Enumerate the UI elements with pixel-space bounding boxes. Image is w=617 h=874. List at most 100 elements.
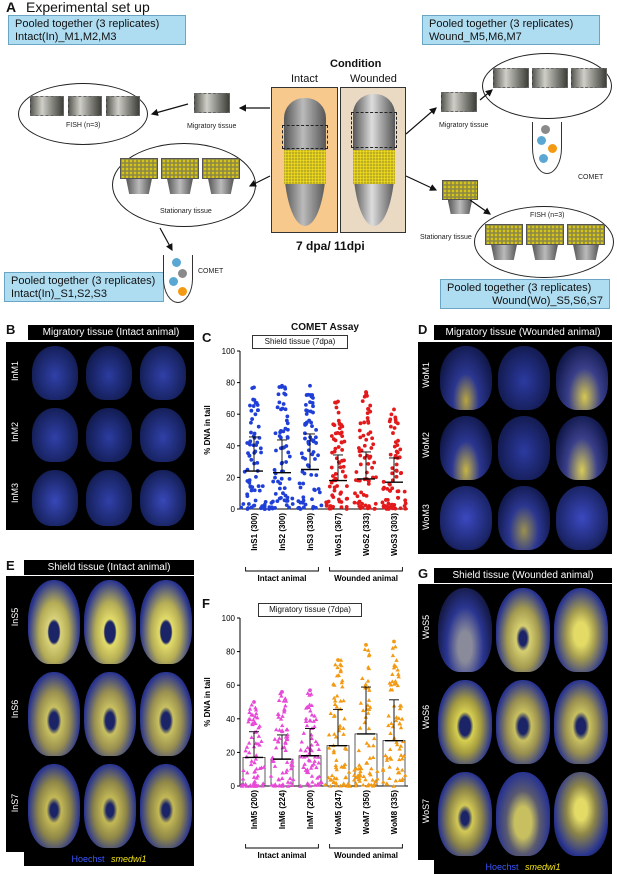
data-point (388, 417, 393, 422)
data-point (365, 710, 371, 715)
data-point (364, 437, 369, 442)
data-point (373, 779, 378, 783)
data-point (396, 495, 400, 500)
data-point (290, 496, 295, 501)
y-tick-label: 20 (226, 473, 235, 482)
data-point (253, 498, 258, 503)
legend-smedwi: smedwi1 (111, 854, 147, 864)
data-point (396, 716, 402, 720)
data-point (360, 782, 366, 787)
data-point (239, 505, 244, 510)
row-label: WoS5 (421, 614, 431, 640)
data-point (396, 672, 401, 676)
data-point (356, 446, 361, 450)
data-point (249, 758, 254, 763)
data-point (304, 422, 308, 427)
data-point (311, 396, 315, 400)
data-point (241, 768, 246, 773)
data-point (273, 491, 278, 496)
data-point (310, 424, 314, 428)
data-point (357, 504, 362, 509)
data-point (281, 491, 285, 496)
data-point (336, 445, 341, 449)
data-point (386, 723, 391, 728)
data-point (249, 702, 254, 707)
data-point (309, 763, 315, 768)
micrograph-tile (32, 470, 78, 526)
data-point (255, 460, 260, 465)
data-point (365, 703, 370, 707)
comet-tube-right (532, 122, 562, 174)
comet-tube-left (163, 255, 193, 303)
data-point (254, 711, 259, 716)
data-point (275, 711, 281, 716)
data-point (309, 742, 314, 747)
data-point (331, 437, 336, 442)
box-intact-shield: Pooled together (3 replicates) Intact(In… (4, 272, 164, 302)
data-point (390, 672, 395, 676)
data-point (342, 716, 347, 721)
data-point (381, 779, 386, 784)
data-point (272, 737, 278, 741)
data-point (333, 765, 339, 770)
data-point (357, 428, 362, 433)
data-point (282, 445, 287, 450)
data-point (341, 464, 346, 469)
comet-caption-right: COMET (578, 174, 604, 181)
data-point (341, 781, 346, 786)
data-point (331, 714, 337, 718)
max-point (308, 383, 312, 388)
data-point (369, 766, 374, 771)
cell-dot (169, 277, 178, 286)
category-label: WoM8 (335) (390, 790, 399, 835)
data-point (243, 748, 248, 753)
box-line: Intact(In)_M1,M2,M3 (15, 31, 117, 43)
data-point (278, 435, 283, 440)
data-point (394, 715, 399, 719)
data-point (312, 724, 317, 729)
data-point (367, 705, 373, 709)
data-point (323, 782, 328, 787)
data-point (396, 489, 401, 494)
data-point (356, 748, 362, 753)
legend-hoechst: Hoechst (485, 862, 519, 872)
data-point (331, 495, 336, 499)
data-point (391, 783, 396, 788)
data-point (281, 402, 286, 406)
data-point (344, 747, 349, 751)
row-label: WoM1 (421, 362, 431, 388)
group-bracket (329, 567, 403, 572)
data-point (272, 468, 277, 472)
data-point (311, 719, 316, 723)
data-point (336, 673, 341, 677)
data-point (296, 499, 301, 504)
box-line: Wound_M5,M6,M7 (429, 31, 522, 43)
data-point (365, 416, 370, 420)
data-point (385, 755, 390, 760)
data-point (372, 736, 377, 741)
data-point (302, 431, 307, 436)
micrograph-tile (496, 680, 550, 764)
data-point (388, 731, 393, 736)
data-point (394, 658, 399, 662)
data-point (302, 754, 307, 759)
data-point (382, 485, 386, 490)
data-point (366, 482, 371, 486)
data-point (244, 744, 250, 749)
data-point (256, 408, 260, 413)
data-point (255, 715, 260, 720)
data-point (394, 742, 400, 747)
data-point (326, 745, 332, 750)
data-point (299, 739, 304, 744)
data-point (364, 470, 369, 475)
data-point (340, 458, 344, 463)
data-point (375, 776, 380, 781)
data-point (303, 502, 308, 507)
data-point (331, 779, 336, 784)
tissue-block (567, 224, 605, 260)
box-line: Pooled together (3 replicates) (447, 282, 592, 294)
data-point (371, 755, 376, 760)
data-point (387, 680, 392, 685)
max-point (336, 658, 340, 662)
data-point (355, 494, 360, 499)
